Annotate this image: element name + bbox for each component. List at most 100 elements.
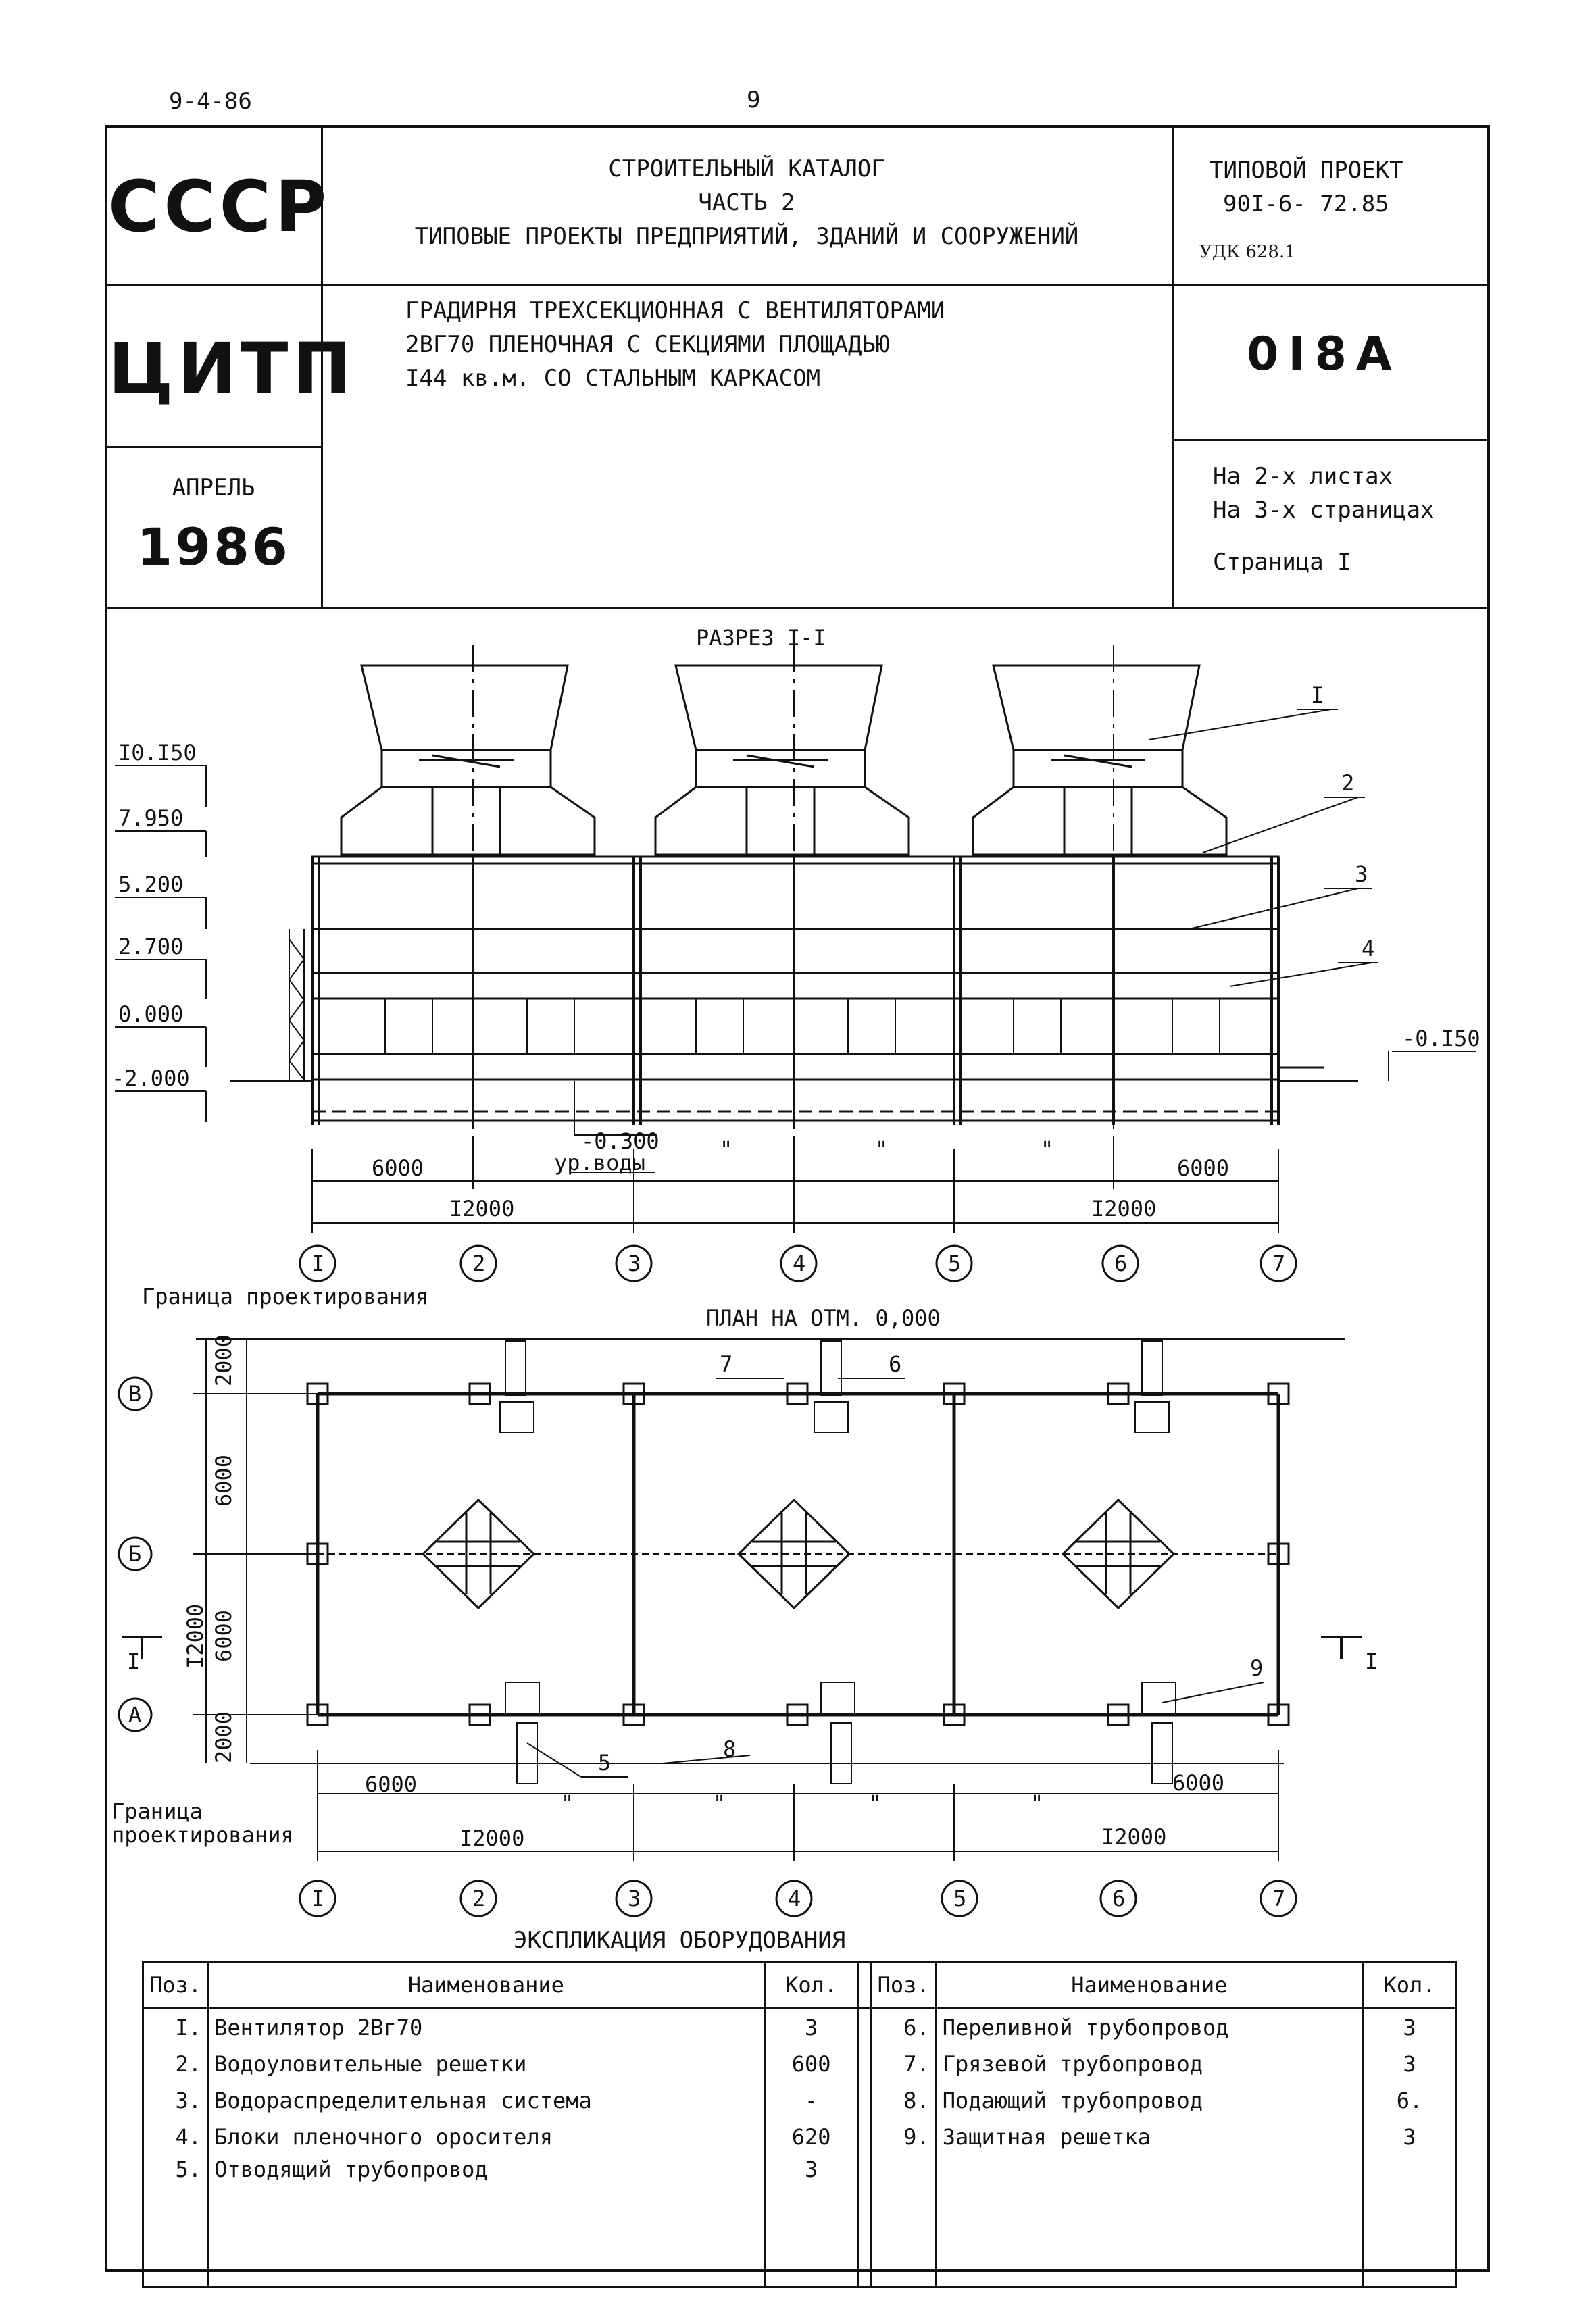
elevation-label: 5.200	[118, 872, 183, 897]
plan-dim-12000-left: I2000	[459, 1826, 524, 1851]
udk-code: УДК 628.1	[1199, 242, 1296, 262]
row-axis-label: В	[128, 1381, 141, 1407]
section-title: РАЗРЕЗ I-I	[696, 625, 826, 651]
plan-title: ПЛАН НА ОТМ. 0,000	[706, 1305, 941, 1331]
table-row: 5. Отводящий трубопровод 3	[141, 2155, 1457, 2288]
fan-section-3	[972, 664, 1228, 856]
title-row-line-3	[1172, 439, 1490, 441]
title-row-line-2	[105, 446, 321, 448]
table-row: 4. Блоки пленочного оросителя 620 9. Защ…	[141, 2119, 1457, 2155]
row-axis-markers	[118, 1376, 153, 1732]
fan-section-2	[654, 664, 910, 856]
col-pos: Поз.	[141, 1961, 209, 2009]
page-info: Страница I	[1213, 549, 1351, 576]
section-dim-12000-right: I2000	[1091, 1196, 1156, 1222]
col-qty: Кол.	[1362, 1961, 1457, 2009]
axis-label: 7	[1272, 1251, 1285, 1276]
section-dim-12000-left: I2000	[449, 1196, 514, 1222]
callout-5: 5	[598, 1750, 611, 1776]
section-ditto: "	[1041, 1136, 1053, 1162]
plan-dim-6000-left: 6000	[365, 1771, 417, 1797]
design-boundary-label-short: проектирования	[111, 1822, 294, 1848]
plan-drawing	[122, 1338, 1362, 1861]
org-citp: ЦИТП	[108, 328, 355, 410]
sheets-count: На 2-х листах	[1213, 463, 1393, 490]
row-axis-label: Б	[128, 1541, 141, 1567]
callout-7: 7	[720, 1351, 732, 1377]
axis-label: 5	[953, 1886, 966, 1911]
org-ussr: СССР	[108, 166, 331, 248]
title-bottom-line	[105, 607, 1490, 609]
axis-markers-plan	[299, 1880, 1297, 1917]
callout-2: 2	[1341, 770, 1354, 796]
callout-9: 9	[1250, 1655, 1263, 1681]
callout-4: 4	[1362, 936, 1374, 961]
section-ditto: "	[720, 1136, 732, 1162]
plan-dim-6000: 6000	[211, 1610, 236, 1662]
section-dim-6000-left: 6000	[372, 1155, 424, 1181]
elevation-label: 2.700	[118, 934, 183, 959]
elevation-label: 7.950	[118, 805, 183, 831]
project-number: 90I-6- 72.85	[1223, 191, 1389, 218]
water-level-label: ур.воды	[554, 1150, 645, 1176]
plan-ditto: "	[561, 1790, 574, 1816]
col-qty: Кол.	[763, 1961, 859, 2009]
design-boundary-label-short: Граница	[111, 1799, 203, 1824]
fan-section-1	[340, 664, 596, 856]
callout-6: 6	[889, 1351, 901, 1377]
page-number: 9	[747, 86, 761, 114]
issue-year: 1986	[136, 517, 291, 577]
plan-dim-2000: 2000	[211, 1334, 236, 1386]
axis-label: 2	[472, 1251, 485, 1276]
col-pos: Поз.	[870, 1961, 937, 2009]
callout-3: 3	[1355, 861, 1368, 887]
project-label: ТИПОВОЙ ПРОЕКТ	[1210, 157, 1403, 184]
axis-label: 5	[948, 1251, 961, 1276]
section-ditto: "	[875, 1136, 888, 1162]
cut-mark-right: I	[1365, 1649, 1378, 1674]
axis-label: I	[311, 1886, 324, 1911]
axis-label: 4	[788, 1886, 801, 1911]
title-divider-2	[1172, 125, 1174, 608]
catalog-subtitle: ТИПОВЫЕ ПРОЕКТЫ ПРЕДПРИЯТИЙ, ЗДАНИЙ И СО…	[414, 223, 1079, 250]
plan-dim-2000: 2000	[211, 1711, 236, 1763]
section-dim-6000-right: 6000	[1177, 1155, 1229, 1181]
issue-month: АПРЕЛЬ	[172, 474, 255, 501]
elevation-label: -2.000	[111, 1065, 190, 1091]
plan-dim-12000-right: I2000	[1101, 1824, 1166, 1850]
title-row-line-1	[105, 284, 1490, 286]
project-description-1: ГРАДИРНЯ ТРЕХСЕКЦИОННАЯ С ВЕНТИЛЯТОРАМИ	[405, 297, 945, 324]
axis-label: 3	[628, 1251, 641, 1276]
axis-label: 6	[1112, 1886, 1125, 1911]
plan-ditto: "	[868, 1790, 881, 1816]
axis-markers-section	[299, 1244, 1297, 1282]
elevation-label: I0.I50	[118, 740, 197, 765]
plan-ditto: "	[1030, 1790, 1043, 1816]
elevation-label: 0.000	[118, 1001, 183, 1027]
table-row: I. Вентилятор 2Вг70 3 6. Переливной труб…	[141, 2008, 1457, 2046]
title-divider-1	[321, 125, 323, 608]
axis-label: I	[311, 1251, 324, 1276]
axis-label: 7	[1272, 1886, 1285, 1911]
axis-label: 3	[628, 1886, 641, 1911]
table-header-row: Поз. Наименование Кол. Поз. Наименование…	[141, 1961, 1457, 2009]
plan-dim-6000: 6000	[211, 1455, 236, 1507]
water-level-mark: -0.300	[581, 1128, 659, 1154]
section-drawing	[115, 645, 1476, 1233]
cut-mark-left: I	[127, 1649, 140, 1674]
callout-8: 8	[723, 1736, 736, 1762]
design-boundary-label: Граница проектирования	[142, 1284, 428, 1309]
callout-1: I	[1311, 682, 1324, 708]
explication-table: Поз. Наименование Кол. Поз. Наименование…	[141, 1961, 1457, 2288]
plan-dim-6000-right: 6000	[1172, 1770, 1224, 1796]
document-code: 9-4-86	[169, 88, 252, 115]
catalog-part: ЧАСТЬ 2	[698, 189, 795, 216]
pages-count: На 3-х страницах	[1213, 497, 1435, 524]
right-elevation-label: -0.I50	[1402, 1026, 1480, 1051]
project-description-2: 2ВГ70 ПЛЕНОЧНАЯ С СЕКЦИЯМИ ПЛОЩАДЬЮ	[405, 331, 890, 358]
axis-label: 4	[793, 1251, 805, 1276]
table-row: 2. Водоуловительные решетки 600 7. Грязе…	[141, 2046, 1457, 2082]
catalog-title: СТРОИТЕЛЬНЫЙ КАТАЛОГ	[608, 155, 885, 182]
axis-label: 2	[472, 1886, 485, 1911]
project-description-3: I44 кв.м. СО СТАЛЬНЫМ КАРКАСОМ	[405, 365, 821, 392]
